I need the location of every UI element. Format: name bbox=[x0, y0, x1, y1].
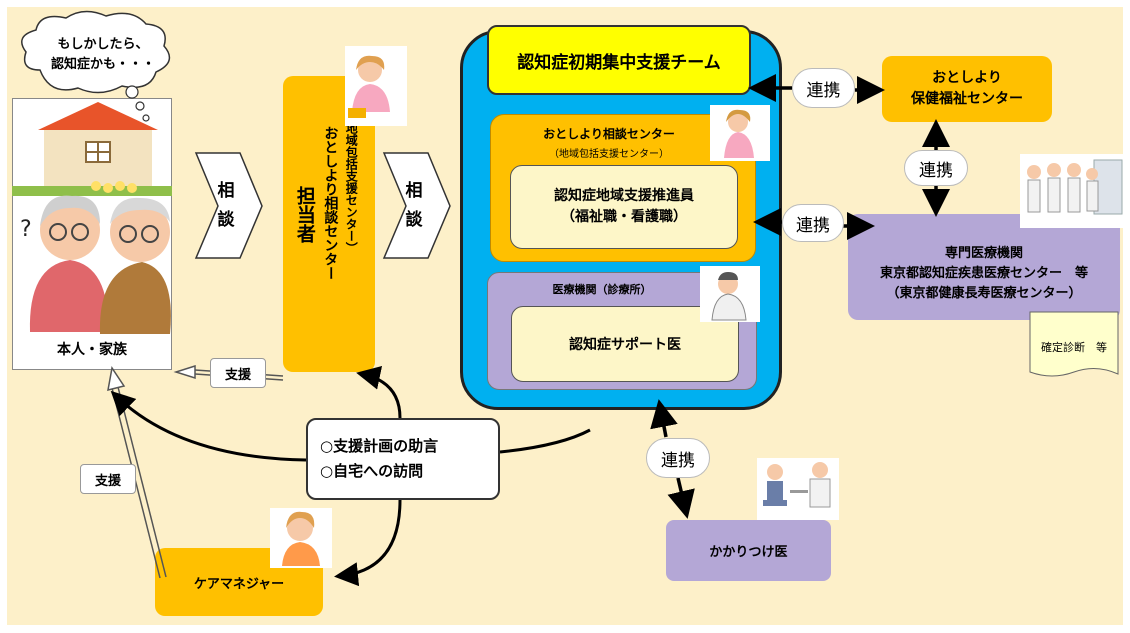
support-label-2: 支援 bbox=[80, 464, 136, 494]
promoter-box: 認知症地域支援推進員 （福祉職・看護職） bbox=[510, 165, 738, 249]
family-label: 本人・家族 bbox=[12, 330, 172, 368]
thought-bubble-label: もしかしたら、 認知症かも・・・ bbox=[50, 36, 155, 72]
consult-label-2: 相 談 bbox=[394, 168, 434, 244]
support-label-1-text: 支援 bbox=[224, 367, 251, 383]
care-manager-text: ケアマネジャー bbox=[193, 576, 285, 592]
center-left-main: おとしより相談センター bbox=[322, 126, 339, 280]
specialist-text: 専門医療機関 東京都認知症疾患医療センター 等 （東京都健康長寿医療センター） bbox=[879, 245, 1088, 302]
inner-center-title: おとしより相談センター bbox=[543, 127, 675, 141]
team-title: 認知症初期集中支援チーム bbox=[487, 25, 751, 95]
support-label-2-text: 支援 bbox=[94, 473, 121, 489]
renkei-connectors bbox=[650, 74, 950, 519]
svg-text:?: ? bbox=[20, 217, 32, 242]
team-staff-figure-icon bbox=[710, 105, 770, 161]
consult-arrow-2 bbox=[382, 152, 451, 259]
center-left-sub: （地域包括支援センター） bbox=[344, 110, 359, 254]
support-doctor-text: 認知症サポート医 bbox=[569, 337, 681, 353]
diagnosis-note-text: 確定診断 等 bbox=[1041, 341, 1107, 354]
promoter-text: 認知症地域支援推進員 （福祉職・看護職） bbox=[554, 188, 694, 225]
specialist-box: 専門医療機関 東京都認知症疾患医療センター 等 （東京都健康長寿医療センター） bbox=[848, 214, 1120, 320]
thought-bubble bbox=[21, 10, 171, 122]
house-illustration bbox=[12, 102, 172, 196]
medical-title: 医療機関（診療所） bbox=[552, 283, 652, 296]
renkei-label-vertical-text: 連携 bbox=[919, 160, 953, 181]
renkei-label-bottom-text: 連携 bbox=[661, 450, 695, 471]
support-arrows bbox=[107, 364, 284, 579]
consult-label-2-text: 相 談 bbox=[405, 181, 423, 230]
team-title-text: 認知症初期集中支援チーム bbox=[517, 52, 721, 73]
health-center-text: おとしより 保健福祉センター bbox=[911, 70, 1023, 107]
renkei-label-mid: 連携 bbox=[782, 204, 844, 242]
renkei-label-top: 連携 bbox=[792, 68, 855, 108]
support-label-1: 支援 bbox=[210, 358, 266, 388]
renkei-label-bottom: 連携 bbox=[646, 438, 710, 478]
center-left-staff: 担当者 bbox=[293, 186, 316, 243]
advice-text: ○支援計画の助言 ○自宅への訪問 bbox=[320, 437, 439, 480]
consult-label-1: 相 談 bbox=[206, 168, 246, 244]
renkei-label-mid-text: 連携 bbox=[796, 215, 830, 236]
advice-flow-arrows bbox=[110, 365, 591, 587]
renkei-label-top-text: 連携 bbox=[806, 80, 841, 101]
thought-bubble-text: もしかしたら、 認知症かも・・・ bbox=[50, 26, 156, 84]
family-label-text: 本人・家族 bbox=[57, 342, 127, 358]
consult-label-1-text: 相 談 bbox=[217, 181, 235, 230]
renkei-label-vertical: 連携 bbox=[904, 150, 968, 186]
medical-staff-group-icon bbox=[1020, 154, 1124, 228]
gp-text: かかりつけ医 bbox=[709, 545, 788, 560]
staff-figure-icon bbox=[345, 46, 407, 126]
gp-consultation-icon bbox=[757, 458, 839, 520]
inner-center-sub: （地域包括支援センター） bbox=[549, 149, 669, 160]
elderly-couple-illustration: ? bbox=[20, 195, 171, 334]
diagnosis-note: 確定診断 等 bbox=[1030, 336, 1118, 358]
health-center-box: おとしより 保健福祉センター bbox=[882, 56, 1052, 122]
consult-arrow-1 bbox=[194, 152, 263, 259]
doctor-figure-icon bbox=[700, 266, 760, 322]
advice-box: ○支援計画の助言 ○自宅への訪問 bbox=[306, 418, 500, 500]
care-manager-figure-icon bbox=[270, 508, 332, 568]
gp-box: かかりつけ医 bbox=[666, 520, 831, 581]
